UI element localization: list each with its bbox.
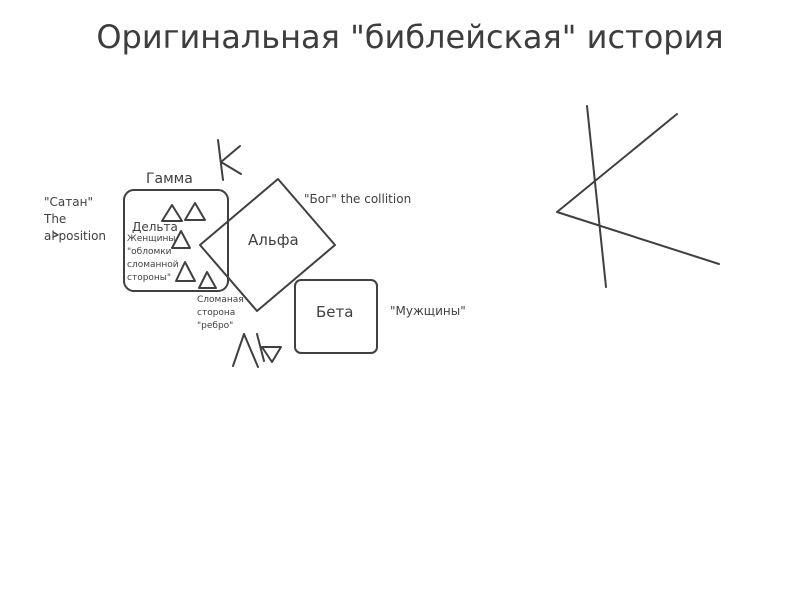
slash-mark (256, 333, 265, 362)
triangle-shape (198, 271, 217, 289)
page-title: Оригинальная "библейская" история (96, 18, 724, 56)
arrow-mark-stem (217, 139, 224, 181)
tick-mark (52, 231, 59, 238)
beta-box (294, 279, 378, 354)
arrow-mark-head (220, 145, 242, 175)
beta-label: Бета (316, 303, 354, 321)
delta-label: Дельта (132, 220, 178, 234)
satan-label: "Сатан" The ai position (44, 195, 106, 244)
god-label: "Бог" the collition (304, 192, 412, 206)
broken-side-label: Сломаная сторона "ребро" (197, 294, 244, 333)
broken-line-3: "ребро" (197, 321, 234, 332)
alpha-label: Альфа (248, 231, 299, 249)
zigzag-mark (232, 333, 259, 368)
broken-line-1: Сломаная (197, 295, 244, 305)
triangle-shape (175, 261, 196, 282)
down-triangle-mark (261, 346, 282, 363)
gamma-label: Гамма (146, 171, 193, 187)
satan-line-2: The (44, 212, 67, 226)
women-line-3: сломанной (127, 260, 179, 271)
women-line-2: "обломки (127, 247, 172, 258)
satan-line-1: "Сатан" (44, 195, 93, 209)
satan-line-3: ai position (44, 229, 107, 243)
women-label: Женщины "обломки сломанной стороны" (127, 233, 179, 285)
women-line-4: стороны" (127, 273, 172, 284)
broken-line-2: сторона (197, 308, 236, 319)
crossing-line (586, 105, 607, 288)
triangle-shape (171, 230, 191, 249)
triangle-shape (161, 204, 183, 222)
triangle-shape (184, 202, 206, 221)
angle-line (556, 113, 720, 265)
women-line-1: Женщины (127, 234, 176, 244)
alpha-diamond (199, 178, 336, 312)
men-label: "Мужщины" (390, 304, 466, 318)
